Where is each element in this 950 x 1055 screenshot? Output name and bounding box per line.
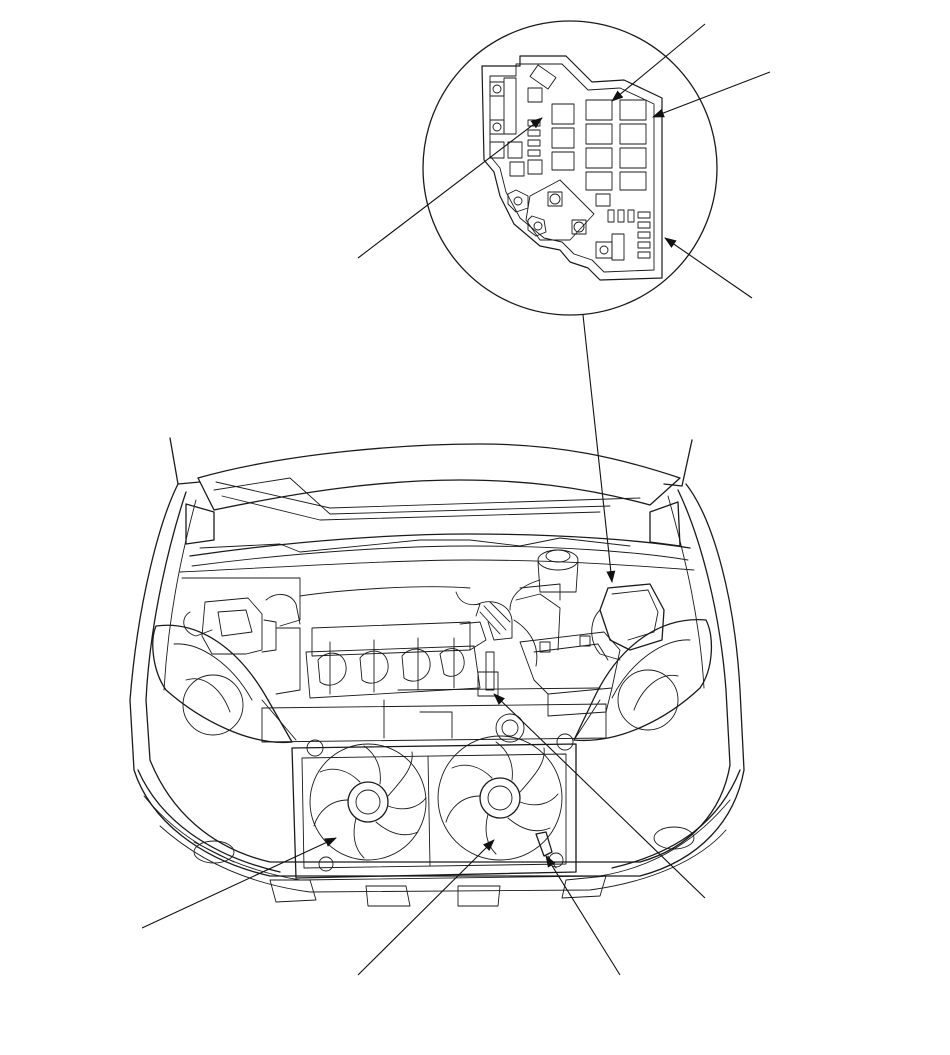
inset-circle	[422, 20, 718, 316]
under-hood-fuse-box	[599, 583, 665, 651]
right-fog-light	[653, 826, 695, 850]
callout-line-fuse-box	[664, 237, 753, 299]
callout-line-radiator-cap	[493, 693, 706, 899]
fuse-box-detail-inset	[357, 20, 771, 583]
front-bumper	[137, 699, 741, 907]
body-outline	[129, 483, 745, 877]
right-headlight	[573, 619, 713, 742]
cowl	[179, 533, 695, 573]
fuse-box-outline	[481, 55, 663, 281]
callout-line-relay-3	[357, 117, 543, 259]
callout-line-relay-2	[652, 71, 771, 118]
callout-line-radiator-fan	[357, 839, 495, 976]
callout-line-box-location	[582, 314, 616, 583]
condenser-fan	[309, 743, 427, 861]
radiator-assembly	[291, 733, 577, 879]
left-fog-light	[193, 840, 235, 864]
fuse-box-relays	[489, 64, 651, 261]
radiator-fan	[437, 735, 563, 861]
hood	[169, 437, 693, 521]
vehicle-front-view	[129, 437, 745, 976]
coolant-sensor	[535, 831, 553, 857]
callout-line-condenser-fan	[141, 837, 337, 929]
engine-bay	[181, 549, 665, 743]
callout-line-relay-1	[611, 23, 706, 102]
left-headlight	[152, 624, 293, 744]
callout-line-coolant-sensor	[545, 855, 621, 976]
radiator-cap	[495, 713, 525, 743]
